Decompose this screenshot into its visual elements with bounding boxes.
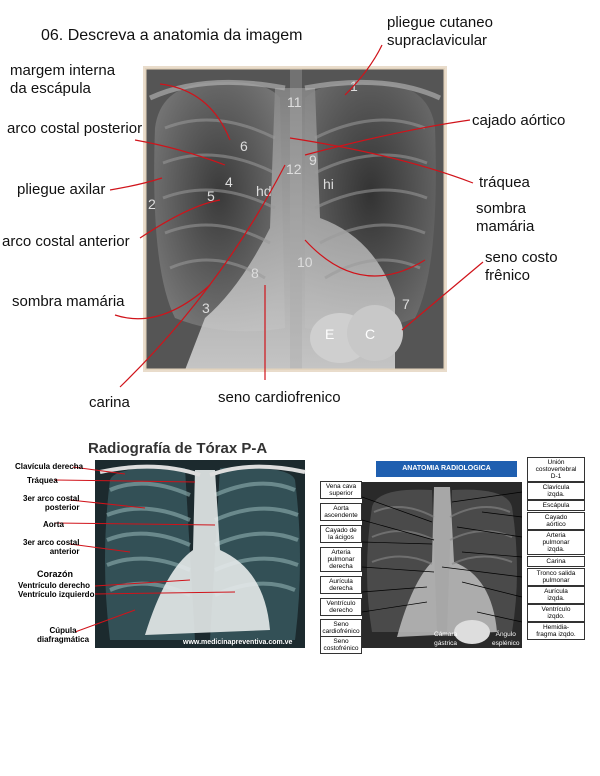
fig3-left-label: Seno cardiofrénico: [320, 619, 362, 637]
pointer-traquea: [289, 137, 474, 184]
fig2-label: Corazón: [37, 569, 73, 579]
xray1-number: 2: [148, 196, 156, 212]
figure2-title: Radiografía de Tórax P-A: [88, 440, 268, 457]
xray1-number: 11: [287, 94, 302, 110]
label-traquea: tráquea: [479, 174, 530, 191]
pointer-arco-costal-posterior: [134, 139, 226, 166]
label-margem-interna: margem interna da escápula: [10, 62, 116, 97]
xray1-number: C: [365, 326, 376, 342]
fig3-right-label: Ventrículo izqdo.: [527, 604, 585, 622]
chest-xray-3: [361, 482, 523, 648]
pointer-carina: [119, 164, 286, 388]
fig3-left-label: Arteria pulmonar derecha: [320, 547, 362, 572]
pointer-seno-costo-frenico: [401, 261, 484, 331]
label-arco-costal-anterior: arco costal anterior: [2, 233, 130, 250]
pointer-pliegue-cutaneo: [344, 44, 383, 96]
label-cajado-aortico: cajado aórtico: [472, 112, 566, 129]
label-pliegue-axilar: pliegue axilar: [17, 181, 106, 198]
fig3-left-label: Vena cava superior: [320, 481, 362, 499]
xray1-number: 5: [207, 188, 215, 204]
fig2-label: 3er arco costal posterior: [23, 494, 80, 512]
label-pliegue-cutaneo: pliegue cutaneo supraclavicular: [387, 14, 493, 49]
figure3-header: ANATOMIA RADIOLOGICA: [376, 461, 517, 477]
fig3-right-label: Carina: [527, 556, 585, 567]
fig2-label: Clavícula derecha: [15, 462, 84, 471]
fig3-right-label: Aurícula izqda.: [527, 586, 585, 604]
fig3-right-label: Arteria pulmonar izqda.: [527, 530, 585, 555]
xray2-image: [54, 460, 306, 648]
pointer-cajado-aortico: [304, 119, 471, 156]
pointer-sombra-mamaria-left: [114, 284, 211, 320]
xray1-number: 10: [297, 254, 313, 270]
pointer-arco-costal-anterior: [139, 199, 221, 239]
fig3-right-label: Unión costovertebral D-1: [527, 457, 585, 482]
fig2-label: Ventrículo derecho: [18, 581, 91, 590]
fig3-bottom-label: Ángulo esplénico: [492, 631, 520, 647]
xray1-number: 6: [240, 138, 248, 154]
xray1-number: 8: [251, 265, 259, 281]
fig3-left-label: Cayado de la ácigos: [320, 525, 362, 543]
fig3-left-label: Seno costofrénico: [320, 636, 362, 654]
fig2-label: Cúpula diafragmática: [37, 626, 90, 644]
fig2-url: www.medicinapreventiva.com.ve: [183, 639, 293, 646]
pointer-sombra-mamaria-right: [304, 239, 426, 277]
fig3-left-label: Aorta ascendente: [320, 503, 362, 521]
xray1-number: 3: [202, 300, 210, 316]
fig3-right-label: Cayado aórtico: [527, 512, 585, 530]
label-carina: carina: [89, 394, 130, 411]
xray1-number: 12: [286, 161, 302, 177]
pointer-pliegue-axilar: [109, 177, 163, 191]
xray1-number: 4: [225, 174, 233, 190]
xray1-number: hi: [323, 176, 334, 192]
fig3-bottom-label: Cámara gástrica: [434, 631, 458, 647]
label-seno-costo-frenico: seno costo frênico: [485, 249, 558, 284]
question-title: 06. Descreva a anatomia da imagem: [41, 27, 303, 44]
fig3-right-label: Tronco salida pulmonar: [527, 568, 585, 586]
label-arco-costal-posterior: arco costal posterior: [7, 120, 143, 137]
fig2-label: Aorta: [43, 520, 64, 529]
fig3-left-label: Aurícula derecha: [320, 576, 362, 594]
xray1-number: 7: [402, 296, 410, 312]
xray3-image: [361, 482, 523, 648]
fig3-right-label: Clavícula izqda.: [527, 482, 585, 500]
fig3-right-label: Hemidia- fragma izqdo.: [527, 622, 585, 640]
label-sombra-mamaria-left: sombra mamária: [12, 293, 125, 310]
fig2-label: 3er arco costal anterior: [23, 538, 80, 556]
xray1-number: 9: [309, 152, 317, 168]
label-seno-cardiofrenico: seno cardiofrenico: [218, 389, 341, 406]
fig2-label: Tráquea: [27, 476, 58, 485]
chest-xray-2: Clavícula derecha Tráquea 3er arco costa…: [15, 460, 310, 648]
fig3-right-label: Escápula: [527, 500, 585, 511]
xray1-number: hd: [256, 183, 272, 199]
chest-xray-1: 1 11 6 4 12 9 hi hd 2 5 10 8 3 7 E C: [143, 66, 447, 372]
label-sombra-mamaria-right: sombra mamária: [476, 200, 535, 235]
pointer-margem-interna: [159, 83, 231, 141]
annotation-lines: [109, 44, 484, 388]
fig2-label: Ventrículo izquierdo: [18, 590, 95, 599]
xray1-number: E: [325, 326, 335, 342]
fig3-left-label: Ventrículo derecho: [320, 598, 362, 616]
xray1-image: [145, 68, 445, 370]
